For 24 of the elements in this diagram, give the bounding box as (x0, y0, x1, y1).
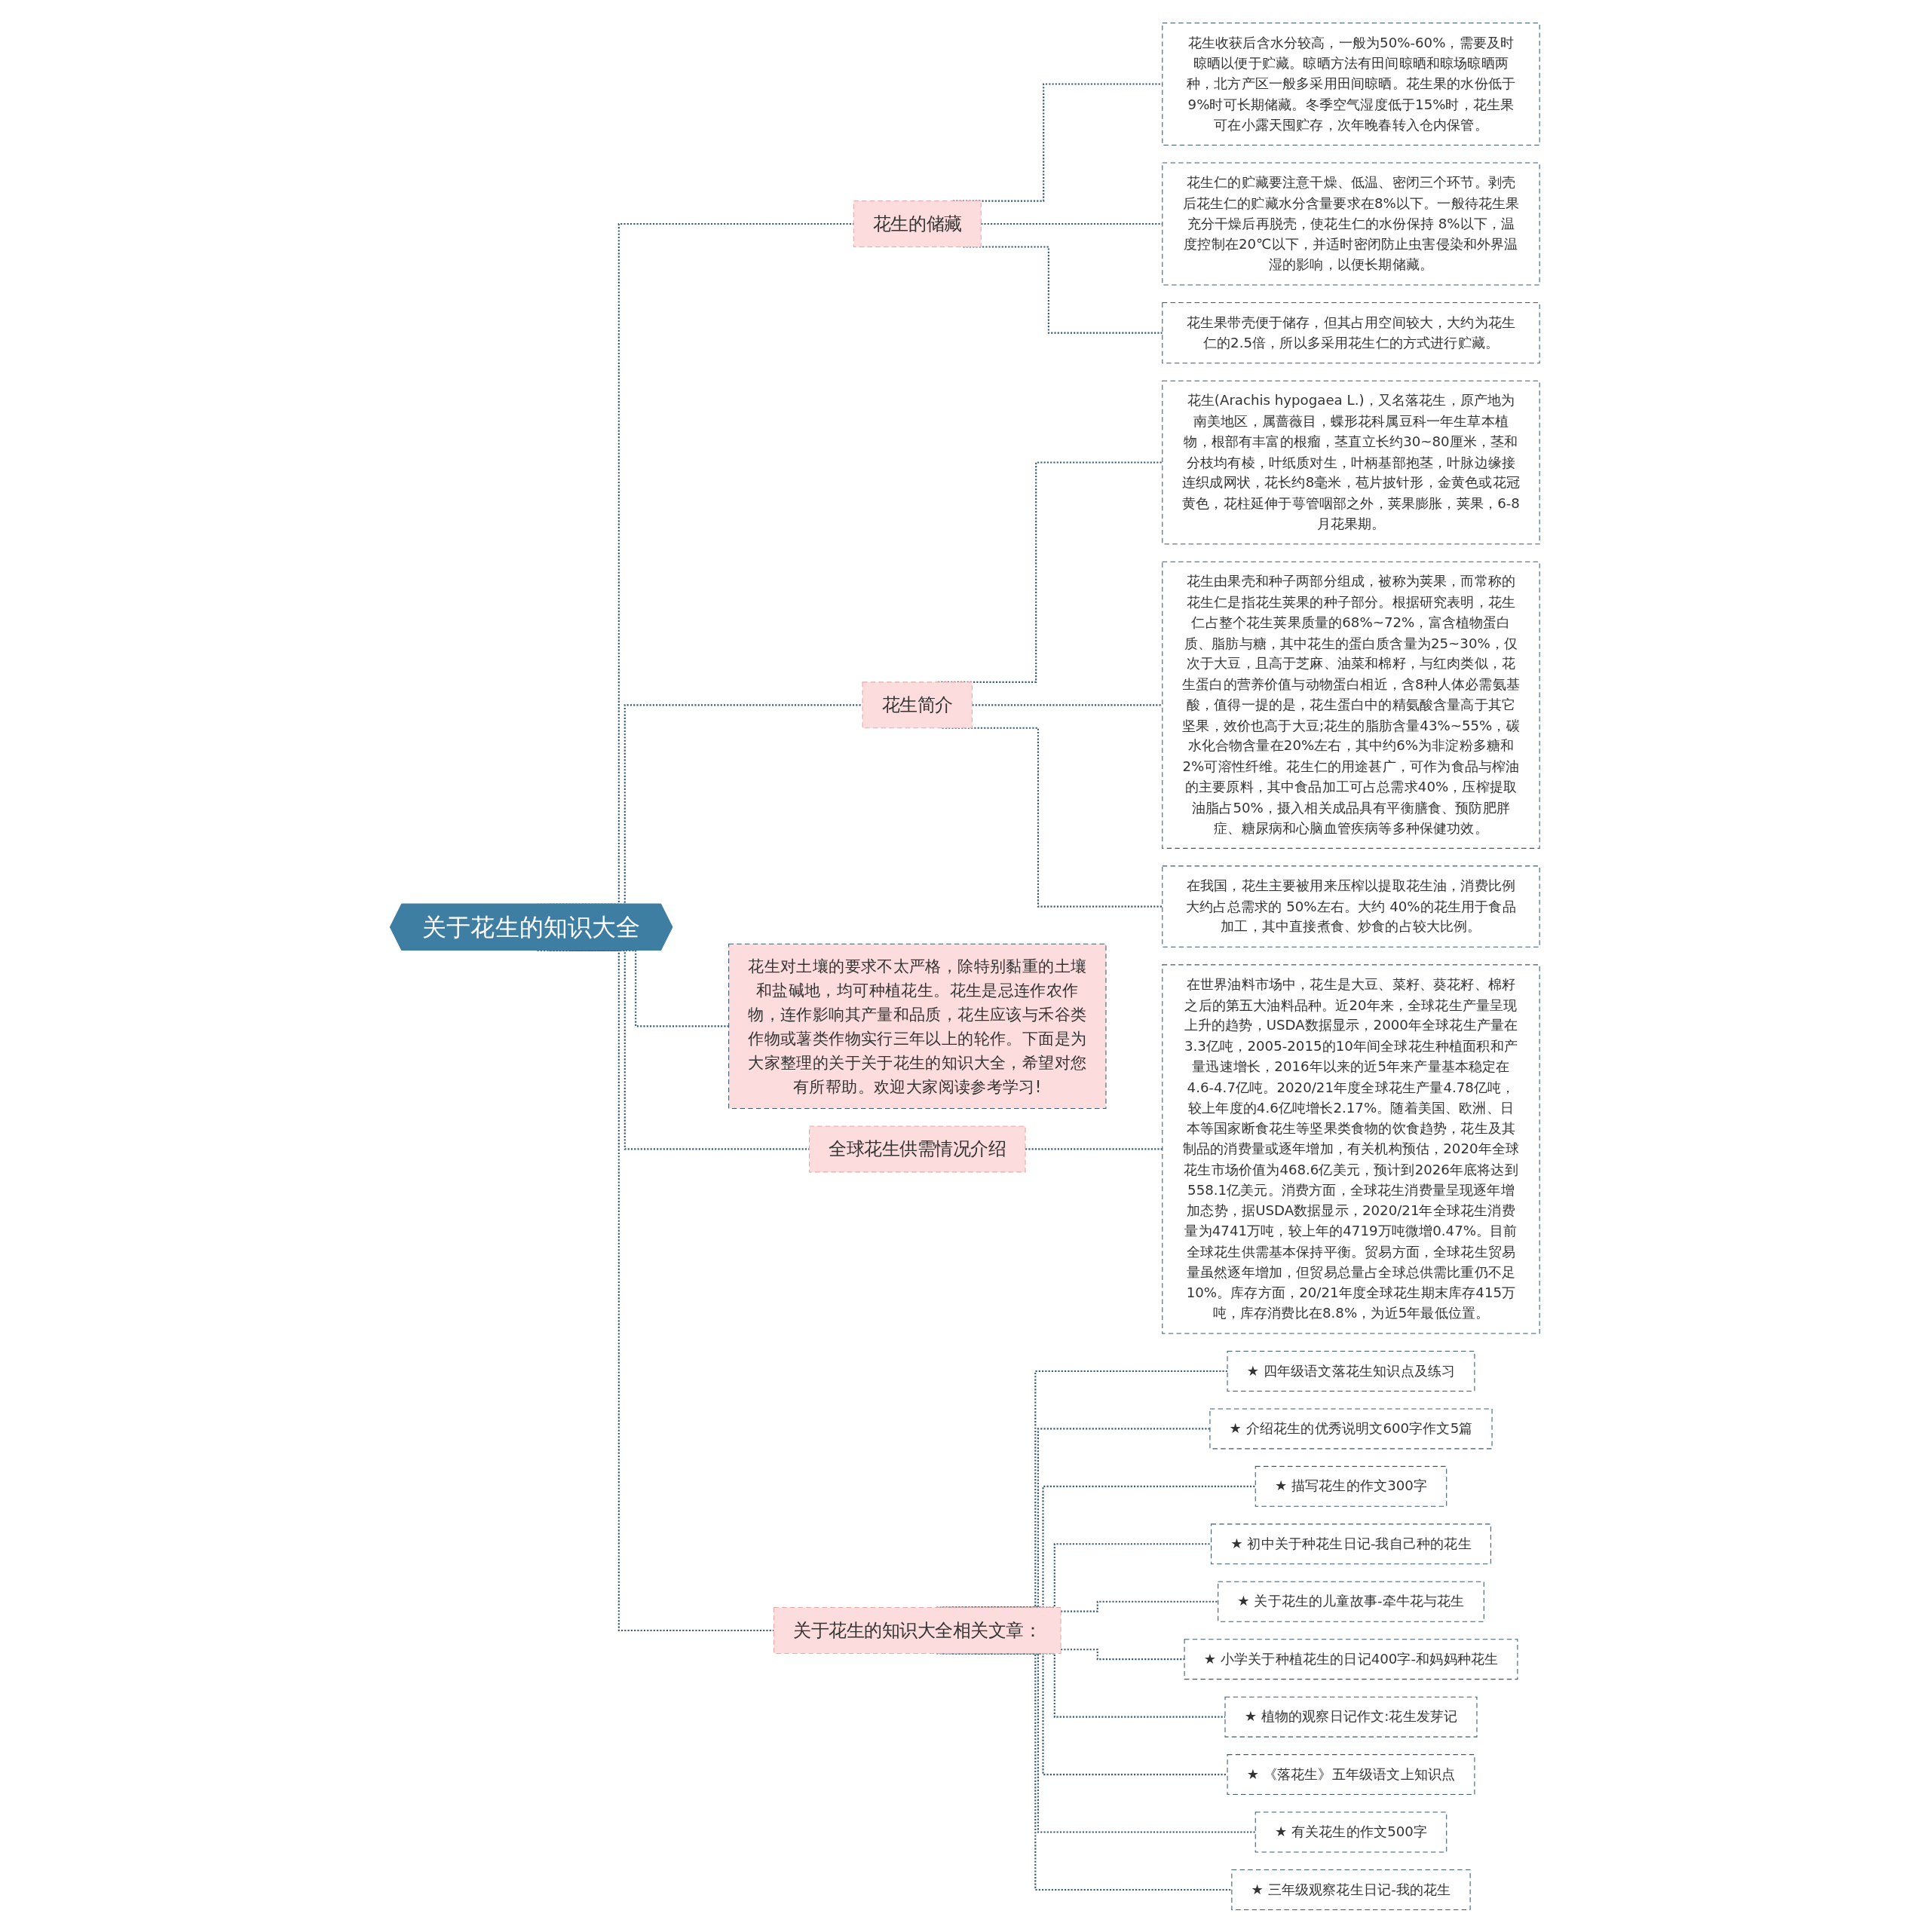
node-box: 在我国，花生主要被用来压榨以提取花生油，消费比例大约占总需求的 50%左右。大约 40%的花生用于食品加工，其中直接煮食、炒食的占较大比例。 (1162, 865, 1540, 948)
node-box: 花生对土壤的要求不太严格，除特别黏重的土壤和盐碱地，均可种植花生。花生是忌连作农作物，连作影响其产量和品质，花生应该与禾谷类作物或薯类作物实行三年以上的轮作。下面是为大家整理的关于关于花生的知识大全，希望对您有所帮助。欢迎大家阅读参考学习! (728, 943, 1107, 1109)
connector (936, 1652, 1232, 1891)
node-box: ★ 小学关于种植花生的日记400字-和妈妈种花生 (1184, 1638, 1518, 1679)
node-box: ★ 有关花生的作文500字 (1254, 1811, 1448, 1853)
node-box: 花生的储藏 (853, 200, 982, 247)
connector (942, 1652, 1256, 1833)
node-box: 花生简介 (862, 681, 973, 728)
node-box: 花生(Arachis hypogaea L.)，又名落花生，原产地为南美地区，属蔷薇目，蝶形花科属豆科一年生草本植物，根部有丰富的根瘤，茎直立长约30~80厘米，茎和分枝均有棱，叶纸质对生，叶柄基部抱茎，叶脉边缘接连织成网状，花长约8毫米，苞片披针形，金黄色或花冠黄色，花柱延伸于萼管咽部之外，荚果膨胀，荚果，6-8月花果期。 (1162, 380, 1540, 544)
node-box: 全球花生供需情况介绍 (809, 1125, 1026, 1172)
node-box: 花生由果壳和种子两部分组成，被称为荚果，而常称的花生仁是指花生荚果的种子部分。根据研究表明，花生仁占整个花生荚果质量的68%~72%，富含植物蛋白质、脂肪与糖，其中花生的蛋白质含量为25~30%，仅次于大豆，且高于芝麻、油菜和棉籽，与红肉类似，花生蛋白的营养价值与动物蛋白相近，含8种人体必需氨基酸，值得一提的是，花生蛋白中的精氨酸含量高于其它坚果，效价也高于大豆;花生的脂肪含量43%~55%，碳水化合物含量在20%左右，其中约6%为非淀粉多糖和2%可溶性纤维。花生仁的用途甚广，可作为食品与榨油的主要原料，其中食品加工可占总需求40%，压榨提取油脂占50%，摄入相关成品具有平衡膳食、预防肥胖症、糖尿病和心脑血管疾病等多种保健功效。 (1162, 561, 1540, 849)
node-box: ★ 《落花生》五年级语文上知识点 (1227, 1753, 1475, 1795)
node-box: 关于花生的知识大全相关文章： (774, 1606, 1062, 1654)
node-box: ★ 三年级观察花生日记-我的花生 (1231, 1869, 1471, 1910)
node-box: ★ 关于花生的儿童故事-牵牛花与花生 (1218, 1581, 1484, 1622)
node-box: ★ 四年级语文落花生知识点及练习 (1227, 1350, 1475, 1392)
node-box: ★ 描写花生的作文300字 (1254, 1465, 1448, 1507)
node-box: ★ 植物的观察日记作文:花生发芽记 (1224, 1696, 1478, 1738)
node-box: 花生果带壳便于储存，但其占用空间较大，大约为花生仁的2.5倍，所以多采用花生仁的方式进行贮藏。 (1162, 302, 1540, 363)
node-box: 在世界油料市场中，花生是大豆、菜籽、葵花籽、棉籽之后的第五大油料品种。近20年来，全球花生产量呈现上升的趋势，USDA数据显示，2000年全球花生产量在3.3亿吨，2005-2015的10年间全球花生种植面积和产量迅速增长，2016年以来的近5年来产量基本稳定在4.6-4.7亿吨。2020/21年度全球花生产量4.78亿吨，较上年度的4.6亿吨增长2.17%。随着美国、欧洲、日本等国家断食花生等坚果类食物的饮食趋势，花生及其制品的消费量或逐年增加，有关机构预估，2020年全球花生市场价值为468.6亿美元，预计到2026年底将达到558.1亿美元。消费方面，全球花生消费量呈现逐年增加态势，据USDA数据显示，2020/21年全球花生消费量为4741万吨，较上年的4719万吨微增0.47%。目前全球花生供需基本保持平衡。贸易方面，全球花生贸易量虽然逐年增加，但贸易总量占全球总供需比重仍不足10%。库存方面，20/21年度全球花生期末库存415万吨，库存消费比在8.8%，为近5年最低位置。 (1162, 963, 1540, 1334)
node-box: ★ 初中关于种花生日记-我自己种的花生 (1211, 1523, 1492, 1564)
node-box: 花生仁的贮藏要注意干燥、低温、密闭三个环节。剥壳后花生仁的贮藏水分含量要求在8%以下。一般待花生果充分干燥后再脱壳，使花生仁的水份保持 8%以下，温度控制在20℃以下，并适时密闭防止虫害侵染和外界温湿的影响，以便长期储藏。 (1162, 162, 1540, 286)
node-box: ★ 介绍花生的优秀说明文600字作文5篇 (1209, 1407, 1493, 1449)
node-box: 花生收获后含水分较高，一般为50%-60%，需要及时晾晒以便于贮藏。晾晒方法有田间晾晒和晾场晾晒两种，北方产区一般多采用田间晾晒。花生果的水份低于9%时可长期储藏。冬季空气湿度低于15%时，花生果可在小露天囤贮存，次年晚春转入仓内保管。 (1162, 22, 1540, 145)
